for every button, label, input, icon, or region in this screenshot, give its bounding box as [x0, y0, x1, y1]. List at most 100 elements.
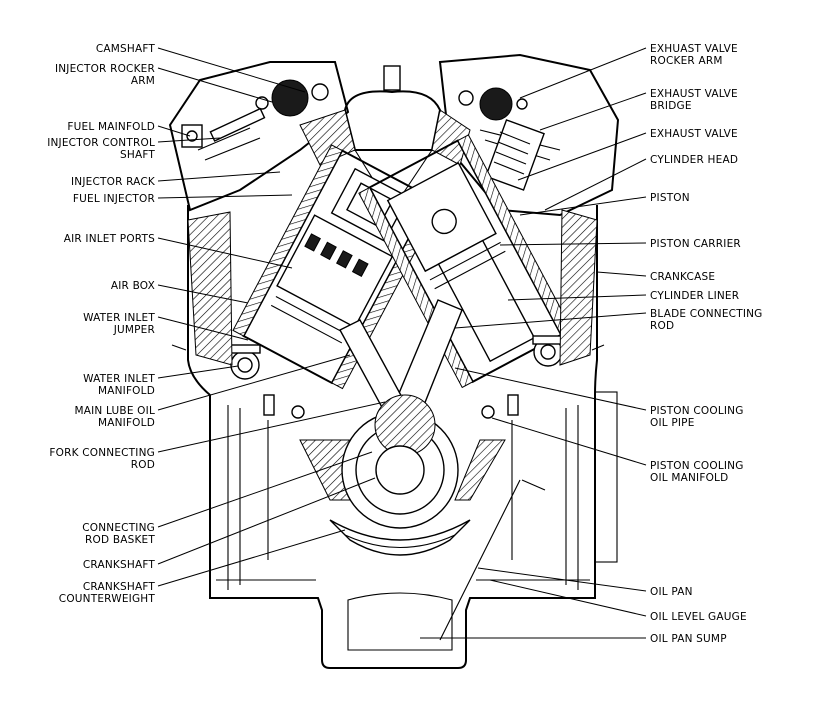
label-air-box-line-1: AIR BOX — [111, 280, 155, 292]
label-fork-connecting-rod-line-1: FORK CONNECTING — [49, 447, 155, 459]
leader-exhaust-valve-bridge — [539, 92, 647, 131]
leader-injector-rack — [157, 171, 281, 182]
label-air-inlet-ports: AIR INLET PORTS — [64, 233, 155, 245]
label-piston-carrier: PISTON CARRIER — [650, 238, 741, 250]
label-camshaft-line-1: CAMSHAFT — [96, 43, 156, 55]
label-water-inlet-jumper-line-2: JUMPER — [113, 324, 155, 336]
label-injector-rocker-arm-line-2: ARM — [131, 75, 155, 87]
leader-water-inlet-manifold — [157, 365, 239, 379]
leader-piston-cooling-oil-pipe — [454, 367, 647, 411]
leader-fork-connecting-rod — [157, 401, 386, 453]
label-oil-level-gauge: OIL LEVEL GAUGE — [650, 611, 747, 623]
label-water-inlet-jumper-line-1: WATER INLET — [83, 312, 155, 324]
leader-air-box — [157, 284, 249, 304]
label-water-inlet-manifold-line-2: MANIFOLD — [98, 385, 155, 397]
label-piston-cooling-oil-pipe-line-2: OIL PIPE — [650, 417, 695, 429]
label-piston-carrier-line-1: PISTON CARRIER — [650, 238, 741, 250]
left-cylinder-head — [168, 61, 350, 212]
label-main-lube-oil-manifold-line-1: MAIN LUBE OIL — [74, 405, 155, 417]
leader-piston — [519, 196, 647, 216]
leader-water-inlet-jumper — [157, 316, 249, 341]
leader-connecting-rod-basket — [157, 451, 373, 528]
leader-fuel-manifold — [157, 125, 191, 137]
label-main-lube-oil-manifold-line-2: MANIFOLD — [98, 417, 155, 429]
label-injector-rack-line-1: INJECTOR RACK — [71, 176, 156, 188]
leader-injector-control-shaft — [157, 137, 221, 143]
label-piston-line-1: PISTON — [650, 192, 690, 204]
label-cylinder-liner: CYLINDER LINER — [650, 290, 739, 302]
label-camshaft: CAMSHAFT — [96, 43, 156, 55]
label-air-inlet-ports-line-1: AIR INLET PORTS — [64, 233, 155, 245]
label-oil-pan-sump: OIL PAN SUMP — [650, 633, 727, 645]
label-water-inlet-manifold-line-1: WATER INLET — [83, 373, 155, 385]
label-crankshaft-line-1: CRANKSHAFT — [83, 559, 156, 571]
label-crankcase: CRANKCASE — [650, 271, 715, 283]
leader-main-lube-oil-manifold — [157, 354, 351, 411]
label-fork-connecting-rod-line-2: ROD — [131, 459, 155, 471]
label-injector-control-shaft-line-2: SHAFT — [120, 149, 155, 161]
crankshaft-assembly — [299, 394, 506, 556]
label-crankshaft: CRANKSHAFT — [83, 559, 156, 571]
leader-camshaft — [157, 47, 306, 93]
leader-exhaust-valve-rocker-arm — [519, 47, 647, 99]
leader-oil-level-gauge — [489, 579, 647, 617]
label-piston: PISTON — [650, 192, 690, 204]
label-cylinder-liner-line-1: CYLINDER LINER — [650, 290, 739, 302]
label-injector-rocker-arm-line-1: INJECTOR ROCKER — [55, 63, 155, 75]
label-injector-rack: INJECTOR RACK — [71, 176, 156, 188]
leader-blade-connecting-rod — [454, 312, 647, 329]
label-exhaust-valve-bridge-line-1: EXHAUST VALVE — [650, 88, 738, 100]
label-fuel-manifold: FUEL MAINFOLD — [67, 121, 155, 133]
label-oil-pan: OIL PAN — [650, 586, 693, 598]
label-exhaust-valve-bridge-line-2: BRIDGE — [650, 100, 692, 112]
label-air-box: AIR BOX — [111, 280, 155, 292]
label-piston-cooling-oil-manifold-line-2: OIL MANIFOLD — [650, 472, 728, 484]
engine-block — [187, 205, 618, 669]
leader-exhaust-valve — [517, 132, 647, 181]
leader-injector-rocker-arm — [157, 67, 273, 103]
leader-oil-pan — [477, 567, 647, 592]
leader-fuel-injector — [157, 194, 293, 199]
label-fuel-injector: FUEL INJECTOR — [73, 193, 155, 205]
leader-piston-cooling-oil-manifold — [491, 417, 647, 466]
leader-cylinder-liner — [507, 294, 647, 301]
label-exhaust-valve-line-1: EXHAUST VALVE — [650, 128, 738, 140]
label-connecting-rod-basket-line-2: ROD BASKET — [85, 534, 155, 546]
label-exhaust-valve: EXHAUST VALVE — [650, 128, 738, 140]
label-oil-level-gauge-line-1: OIL LEVEL GAUGE — [650, 611, 747, 623]
label-exhaust-valve-rocker-arm-line-1: EXHUAST VALVE — [650, 43, 738, 55]
label-fuel-manifold-line-1: FUEL MAINFOLD — [67, 121, 155, 133]
label-injector-control-shaft-line-1: INJECTOR CONTROL — [47, 137, 155, 149]
label-crankshaft-counterweight-line-1: CRANKSHAFT — [83, 581, 156, 593]
leader-crankcase — [596, 271, 647, 277]
right-cylinder-head — [438, 53, 620, 217]
leader-lines — [157, 47, 647, 639]
label-connecting-rod-basket-line-1: CONNECTING — [82, 522, 155, 534]
leader-crankshaft — [157, 477, 376, 565]
label-piston-cooling-oil-manifold-line-1: PISTON COOLING — [650, 460, 744, 472]
label-oil-pan-line-1: OIL PAN — [650, 586, 693, 598]
label-blade-connecting-rod-line-2: ROD — [650, 320, 674, 332]
leader-cylinder-head — [544, 158, 647, 211]
label-crankcase-line-1: CRANKCASE — [650, 271, 715, 283]
crankcase-ribs — [187, 209, 598, 560]
label-crankshaft-counterweight-line-2: COUNTERWEIGHT — [59, 593, 156, 605]
label-fuel-injector-line-1: FUEL INJECTOR — [73, 193, 155, 205]
label-piston-cooling-oil-pipe-line-1: PISTON COOLING — [650, 405, 744, 417]
label-exhaust-valve-rocker-arm-line-2: ROCKER ARM — [650, 55, 723, 67]
label-cylinder-head: CYLINDER HEAD — [650, 154, 738, 166]
